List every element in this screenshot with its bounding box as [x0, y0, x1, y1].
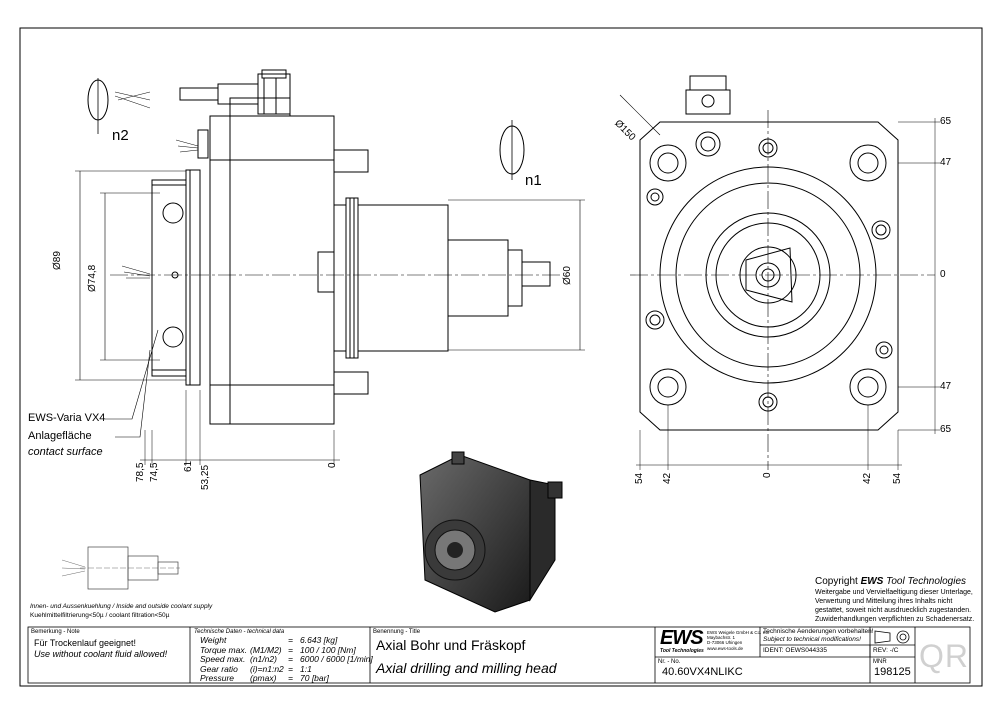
- copyright-title: Copyright EWS Tool Technologies: [815, 576, 966, 587]
- n1-label: n1: [525, 172, 542, 189]
- tech-data-table: Weight = 6.643 [kg] Torque max.(M1/M2) = 100…: [200, 635, 373, 684]
- tech-row-label: Pressure: [200, 673, 235, 684]
- coolant-note: Innen- und Aussenkuehlung / Inside and o…: [30, 603, 213, 610]
- contact-surface-de: Anlagefläche: [28, 430, 92, 442]
- side-view: [75, 69, 585, 465]
- copyright-brand: EWS: [860, 576, 884, 587]
- tech-row-symbol: (M1/M2): [250, 644, 282, 655]
- ident-number: IDENT: OEWS044335: [763, 647, 827, 654]
- tech-row-equals: =: [288, 654, 293, 665]
- tech-row-symbol: (pmax): [250, 673, 277, 684]
- filtration-note: Kuehlmittelfiltrierung<50µ / coolant fil…: [30, 612, 170, 619]
- dim-bottom-42-right: 42: [862, 472, 873, 484]
- note-de: Für Trockenlauf geeignet!: [34, 638, 137, 648]
- dim-right-65-top: 65: [940, 116, 952, 127]
- dim-diameter-74-8: Ø74,8: [87, 264, 98, 292]
- tech-row-value: 70 [bar]: [300, 673, 329, 684]
- tech-row-equals: =: [288, 635, 293, 645]
- tech-row-symbol: (n1/n2): [250, 654, 277, 665]
- dim-right-47-top: 47: [940, 157, 952, 168]
- tech-row-equals: =: [288, 673, 293, 684]
- title-en: Axial drilling and milling head: [376, 660, 557, 676]
- part-no-label: Nr. - No.: [658, 659, 681, 665]
- part-number: 40.60VX4NLIKC: [662, 666, 743, 678]
- sheet-border: [19, 27, 983, 687]
- dim-78-5: 78,5: [135, 462, 146, 482]
- tech-row-equals: =: [288, 663, 293, 674]
- dim-diameter-89: Ø89: [52, 251, 63, 270]
- copyright-suffix: Tool Technologies: [883, 576, 967, 587]
- dim-74-5: 74,5: [149, 462, 160, 482]
- change-note-de: Technische Aenderungen vorbehalten!: [763, 628, 874, 635]
- dim-right-47-bottom: 47: [940, 381, 952, 392]
- dim-bottom-54-right: 54: [892, 472, 903, 484]
- dim-61: 61: [183, 460, 194, 472]
- company-line: D-73066 Uhingen: [707, 640, 743, 646]
- variant-callout: EWS-Varia VX4: [28, 412, 106, 424]
- dim-bottom-0: 0: [762, 472, 773, 478]
- ews-logo-sub: Tool Technologies: [660, 648, 704, 654]
- dim-bottom-54-left: 54: [634, 472, 645, 484]
- qr-placeholder: QR: [919, 638, 969, 674]
- company-address: EWS Weigele GmbH & Co. KG Maybachstr. 1 …: [707, 630, 769, 651]
- title-label: Benennung - Title: [373, 629, 421, 635]
- dim-diameter-60: Ø60: [562, 266, 573, 285]
- copyright-prefix: Copyright: [815, 576, 861, 587]
- tech-row: Torque max.(M1/M2) = 100 / 100 [Nm]: [200, 644, 373, 656]
- company-line: EWS Weigele GmbH & Co. KG: [707, 630, 770, 635]
- tech-row: Gear ratio (i)=n1:n2 = 1:1: [200, 663, 373, 675]
- tech-row: Speed max. (n1/n2) = 6000 / 6000 [1/min]: [200, 655, 373, 665]
- projection-symbol: [874, 630, 910, 644]
- revision: REV: -/C: [873, 647, 899, 654]
- rotation-symbol-n1: [499, 120, 525, 180]
- dim-right-0: 0: [940, 269, 946, 280]
- tech-row-value: 100 / 100 [Nm]: [300, 644, 356, 655]
- front-view: [619, 75, 940, 470]
- ews-logo: EWS: [660, 627, 704, 649]
- tech-row: Weight = 6.643 [kg]: [200, 635, 373, 646]
- tech-row-value: 6000 / 6000 [1/min]: [300, 654, 373, 665]
- tech-row-label: Weight: [200, 635, 227, 645]
- tech-data-label: Technische Daten - technical data: [194, 629, 285, 635]
- tech-row-value: 1:1: [300, 663, 312, 674]
- change-note-en: Subject to technical modifications!: [763, 636, 861, 643]
- company-line: Maybachstr. 1: [707, 635, 736, 641]
- mnr-number: 198125: [874, 666, 911, 678]
- note-label: Bemerkung - Note: [31, 629, 80, 635]
- tech-row-symbol: (i)=n1:n2: [250, 663, 284, 674]
- copyright-text: Weitergabe und Vervielfaeltigung dieser …: [815, 588, 974, 624]
- dim-0-side: 0: [327, 462, 338, 468]
- copyright-line: Zuwiderhandlungen verpflichten zu Schade…: [815, 616, 975, 623]
- tech-row-label: Speed max.: [200, 654, 246, 665]
- dim-53-25: 53,25: [200, 464, 211, 490]
- dim-right-65-bottom: 65: [940, 424, 952, 435]
- copyright-line: gestattet, soweit nicht ausdruecklich zu…: [815, 607, 972, 614]
- title-de: Axial Bohr und Fräskopf: [376, 637, 526, 653]
- tech-row-label: Gear ratio: [200, 663, 238, 674]
- note-en: Use without coolant fluid allowed!: [34, 649, 168, 659]
- dim-bottom-42-left: 42: [662, 472, 673, 484]
- isometric-view: [419, 451, 563, 613]
- n2-label: n2: [112, 127, 129, 144]
- company-line: www.ews-tools.de: [707, 645, 744, 651]
- mnr-label: MNR: [873, 659, 887, 665]
- tech-row-equals: =: [288, 644, 293, 655]
- tech-row-label: Torque max.: [200, 644, 247, 655]
- tech-row: Pressure (pmax) = 70 [bar]: [200, 674, 373, 684]
- title-block-frame: [27, 626, 971, 684]
- coolant-sketch: [61, 546, 180, 590]
- tech-row-value: 6.643 [kg]: [300, 635, 338, 645]
- copyright-line: Verwertung und Mitteilung ihres Inhalts …: [815, 598, 953, 605]
- contact-surface-en: contact surface: [28, 446, 103, 458]
- copyright-line: Weitergabe und Vervielfaeltigung dieser …: [815, 589, 973, 596]
